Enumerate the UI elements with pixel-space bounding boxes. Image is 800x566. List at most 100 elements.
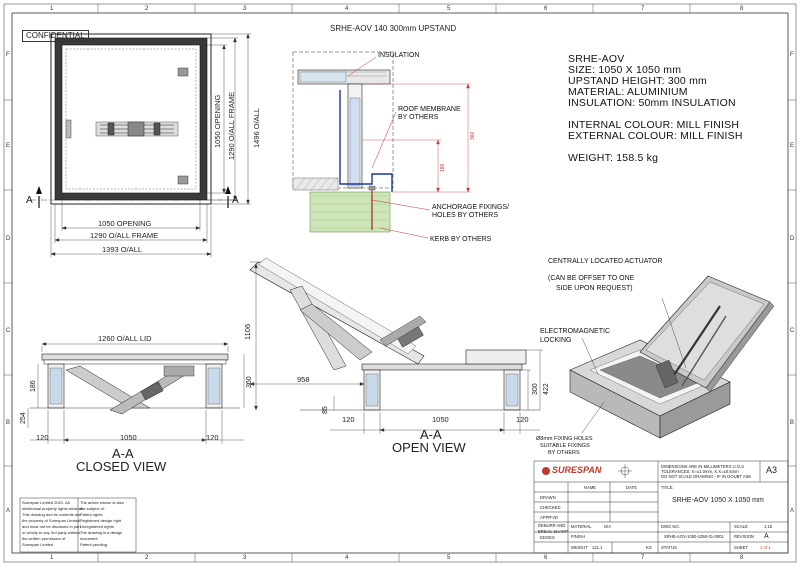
open-dim-300: 300 bbox=[532, 383, 539, 395]
spec-name: SRHE-AOV bbox=[568, 53, 625, 65]
callout-anchorage-2: HOLES BY OTHERS bbox=[432, 212, 499, 219]
plan-view bbox=[30, 33, 251, 257]
tb-checked: CHECKED bbox=[540, 505, 561, 510]
spec-upstand: UPSTAND HEIGHT: 300 mm bbox=[568, 75, 707, 87]
spec-insulation: INSULATION: 50mm INSULATION bbox=[568, 97, 736, 109]
open-dim-120-right: 120 bbox=[516, 415, 529, 424]
tb-weight-label: WEIGHT bbox=[571, 545, 588, 550]
zone-row-f: F bbox=[6, 52, 10, 58]
spec-external-colour: EXTERNAL COLOUR: MILL FINISH bbox=[568, 130, 743, 142]
zone-row-e-r: E bbox=[790, 143, 795, 149]
tb-note-3: DO NOT SCALE DRAWING - IF IN DOUBT ASK bbox=[661, 474, 752, 479]
legal-left-3: This drawing and its contents are bbox=[22, 512, 81, 517]
zone-row-f-r: F bbox=[790, 52, 794, 58]
tb-kg-label: KG bbox=[646, 545, 653, 550]
callout-offset-1: (CAN BE OFFSET TO ONE bbox=[548, 275, 635, 282]
legal-right-3: Patent rights bbox=[80, 512, 103, 517]
zone-ticks bbox=[4, 4, 796, 562]
tb-material-value: N/A bbox=[604, 524, 611, 529]
plan-dim-opening-h: 1050 OPENING bbox=[98, 219, 152, 228]
tb-title-label: TITLE: bbox=[661, 485, 674, 490]
plan-dim-opening-v: 1050 OPENING bbox=[213, 94, 222, 148]
legal-right-7: document bbox=[80, 536, 98, 541]
closed-dim-120-right: 120 bbox=[206, 433, 219, 442]
tb-note-1: DIMENSIONS ARE IN MILLIMETERS U.O.S bbox=[661, 464, 745, 469]
legal-left-5: and must not be disclosed in part bbox=[22, 524, 81, 529]
open-dim-958: 958 bbox=[297, 375, 310, 384]
confidential-label: CONFIDENTIAL bbox=[22, 30, 89, 42]
logo-mark-icon bbox=[542, 467, 550, 475]
logo-wordmark: SURESPAN bbox=[552, 465, 602, 475]
tb-scale-value: 1:15 bbox=[764, 524, 773, 529]
tb-status-label: STATUS bbox=[661, 545, 677, 550]
closed-dim-360: 360 bbox=[246, 376, 253, 388]
zone-col-2-b: 2 bbox=[145, 555, 149, 561]
zone-row-b: B bbox=[6, 420, 11, 426]
tb-approved: APPR'VD bbox=[540, 515, 559, 520]
plan-dim-frame-v: 1290 O/ALL FRAME bbox=[227, 91, 236, 160]
zone-col-2: 2 bbox=[145, 6, 149, 12]
open-view bbox=[249, 257, 543, 434]
legal-right-5: Unregistered rights bbox=[80, 524, 114, 529]
closed-view bbox=[27, 342, 245, 444]
legal-left-8: Surespan Limited bbox=[22, 542, 54, 547]
zone-col-6: 6 bbox=[544, 6, 548, 12]
zone-row-b-r: B bbox=[790, 420, 795, 426]
closed-dim-254: 254 bbox=[20, 412, 27, 424]
callout-roof-membrane-1: ROOF MEMBRANE bbox=[398, 106, 461, 113]
zone-row-c: C bbox=[6, 328, 11, 334]
detail-dim-360: 360 bbox=[470, 131, 476, 140]
plan-outer-upstand bbox=[50, 33, 212, 205]
tb-sheet-value: 1 of 1 bbox=[760, 545, 771, 550]
legal-left-6: or wholly to any 3rd party without bbox=[22, 530, 81, 535]
zone-col-7-b: 7 bbox=[641, 555, 645, 561]
callout-kerb: KERB BY OTHERS bbox=[430, 236, 492, 243]
plan-dim-overall-v: 1496 O/ALL bbox=[252, 107, 261, 148]
tb-dwg-value: SRHE-AOV-1050-1050-01-0001 bbox=[664, 534, 724, 539]
legal-left-4: the property of Surespan Limited bbox=[22, 518, 81, 523]
legal-right-1: The article shown is also bbox=[80, 500, 124, 505]
tb-col-name: NAME bbox=[584, 485, 597, 490]
closed-dim-lid: 1260 O/ALL LID bbox=[98, 334, 152, 343]
legal-grid bbox=[19, 497, 137, 553]
open-dim-120-left: 120 bbox=[342, 415, 355, 424]
zone-row-a: A bbox=[6, 508, 11, 514]
zone-col-4: 4 bbox=[345, 6, 349, 12]
zone-col-5: 5 bbox=[447, 6, 451, 12]
tb-drawn: DRAWN bbox=[540, 495, 556, 500]
tb-weight-value: 121.1 bbox=[592, 545, 603, 550]
isometric-view bbox=[569, 275, 775, 439]
callout-fixing-holes-1: Ø8mm FIXING HOLES bbox=[536, 436, 593, 442]
legal-right-2: the subject of: bbox=[80, 506, 105, 511]
tb-deburr: DEBURR AND bbox=[538, 523, 566, 528]
zone-col-5-b: 5 bbox=[447, 555, 451, 561]
legal-right-8: Patent pending bbox=[80, 542, 107, 547]
tb-edges: EDGES bbox=[540, 535, 555, 540]
detail-dim-186: 186 bbox=[440, 163, 446, 172]
zone-row-d-r: D bbox=[790, 236, 795, 242]
tb-note-2: TOLERANCES: X=±1.0mm, X.X=±0.5mm bbox=[661, 469, 739, 474]
callout-actuator: CENTRALLY LOCATED ACTUATOR bbox=[548, 258, 663, 265]
legal-right-6: The drawing is a design bbox=[80, 530, 123, 535]
open-dim-422: 422 bbox=[543, 383, 550, 395]
spec-weight: WEIGHT: 158.5 kg bbox=[568, 152, 659, 164]
zone-col-7: 7 bbox=[641, 6, 645, 12]
plan-dim-frame-h: 1290 O/ALL FRAME bbox=[90, 231, 159, 240]
tb-sheet-size: A3 bbox=[766, 465, 778, 475]
open-view-title: OPEN VIEW bbox=[392, 440, 466, 455]
zone-row-a-r: A bbox=[790, 508, 795, 514]
callout-anchorage-1: ANCHORAGE FIXINGS/ bbox=[432, 204, 510, 211]
closed-dim-186: 186 bbox=[30, 380, 37, 392]
closed-view-title: CLOSED VIEW bbox=[76, 459, 167, 474]
closed-dim-120-left: 120 bbox=[36, 433, 49, 442]
tb-dwg-label: DWG NO. bbox=[661, 524, 680, 529]
legal-right-4: Registered design right bbox=[80, 518, 122, 523]
closed-view-section-label: A-A bbox=[112, 446, 134, 461]
legal-left-7: the written permission of bbox=[22, 536, 66, 541]
tb-sheet-label: SHEET bbox=[734, 545, 748, 550]
tb-title-value: SRHE-AOV 1050 X 1050 mm bbox=[672, 497, 764, 504]
zone-col-4-b: 4 bbox=[345, 555, 349, 561]
tb-scale-label: SCALE bbox=[734, 524, 748, 529]
